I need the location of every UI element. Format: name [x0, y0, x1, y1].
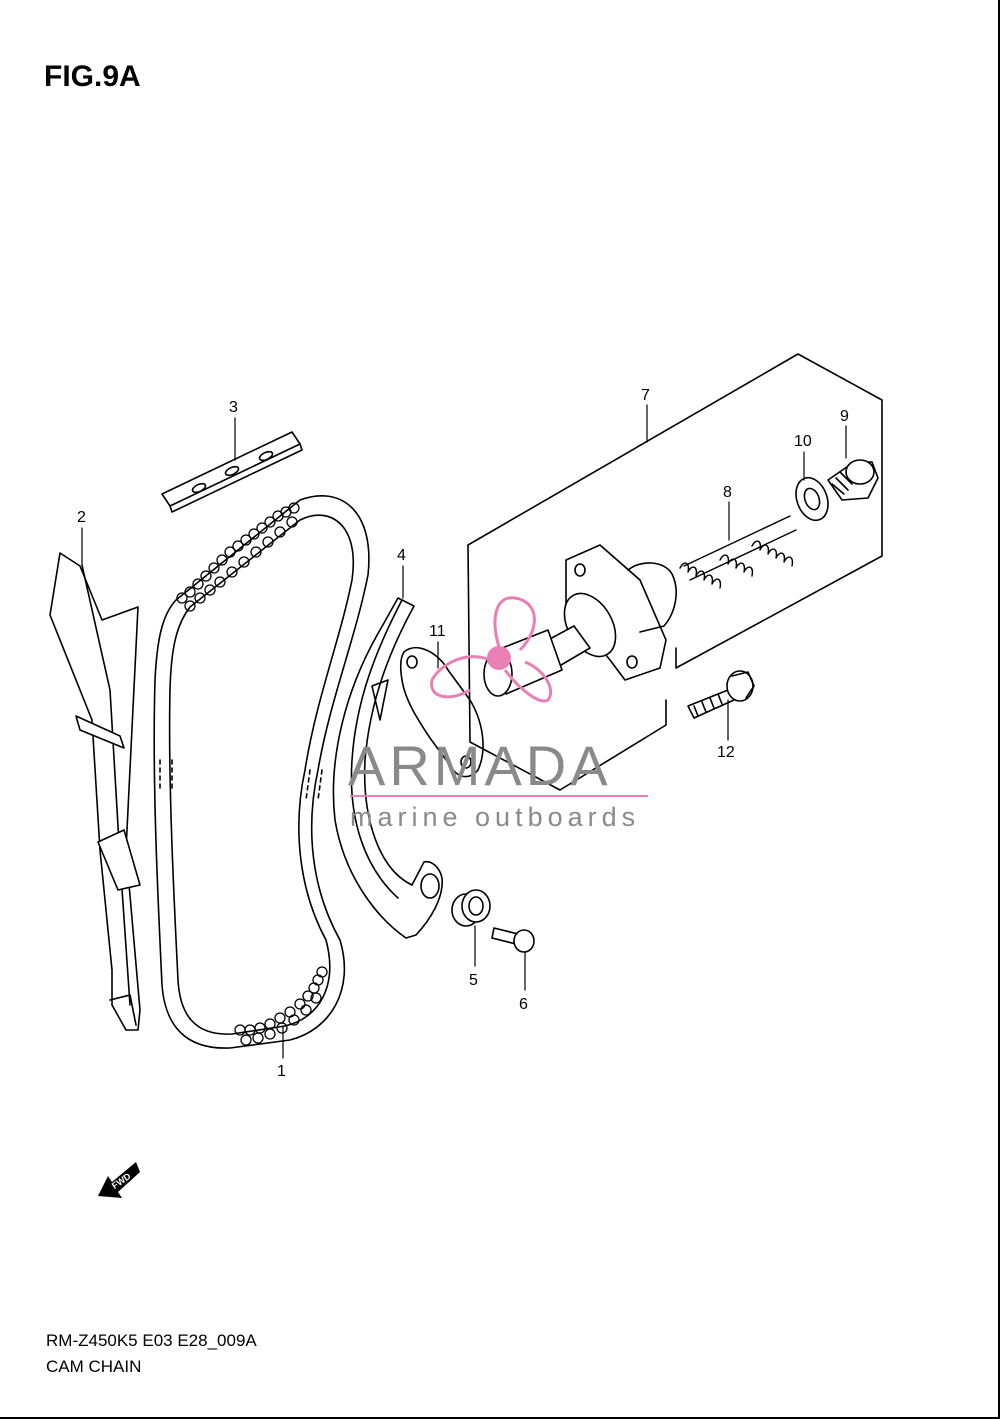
bushing-part: [451, 889, 491, 927]
callout-1: 1: [277, 1063, 286, 1080]
watermark-brand: ARMADA: [348, 734, 612, 797]
upper-guide-part: [161, 431, 303, 513]
figure-title: FIG.9A: [44, 60, 141, 93]
callout-10: 10: [794, 433, 812, 450]
leader-lines: [81, 404, 847, 1059]
washer-part: [795, 476, 829, 522]
tensioner-assembly-box: [467, 353, 883, 669]
callout-5: 5: [469, 972, 478, 989]
callout-6: 6: [519, 996, 528, 1013]
tensioner-bolt-part: [687, 670, 755, 719]
watermark-tagline: marine outboards: [350, 802, 640, 832]
gasket-part: [399, 646, 484, 778]
chain-guide-part: [49, 552, 141, 1031]
tensioner-guide-part: [332, 597, 443, 939]
chain-link-cluster-lower: [234, 966, 328, 1046]
callout-11: 11: [429, 623, 446, 640]
guide-bolt-part: [491, 927, 535, 953]
cam-chain-part: [153, 495, 370, 1049]
cam-chain-tensioner-part: [483, 544, 677, 697]
callout-9: 9: [840, 408, 849, 425]
callout-2: 2: [77, 509, 86, 526]
diagram-name: CAM CHAIN: [46, 1357, 142, 1376]
callout-8: 8: [723, 484, 732, 501]
callout-4: 4: [397, 547, 406, 564]
callout-7: 7: [641, 387, 650, 404]
chain-link-cluster-upper: [176, 502, 300, 612]
diagram-code: RM-Z450K5 E03 E28_009A: [46, 1331, 257, 1350]
callout-12: 12: [717, 744, 735, 761]
spring-part: [679, 515, 797, 589]
propeller-logo-icon: [430, 596, 553, 703]
forward-arrow-icon: FWD: [98, 1162, 140, 1198]
callout-3: 3: [229, 399, 238, 416]
cap-bolt-part: [827, 459, 879, 501]
